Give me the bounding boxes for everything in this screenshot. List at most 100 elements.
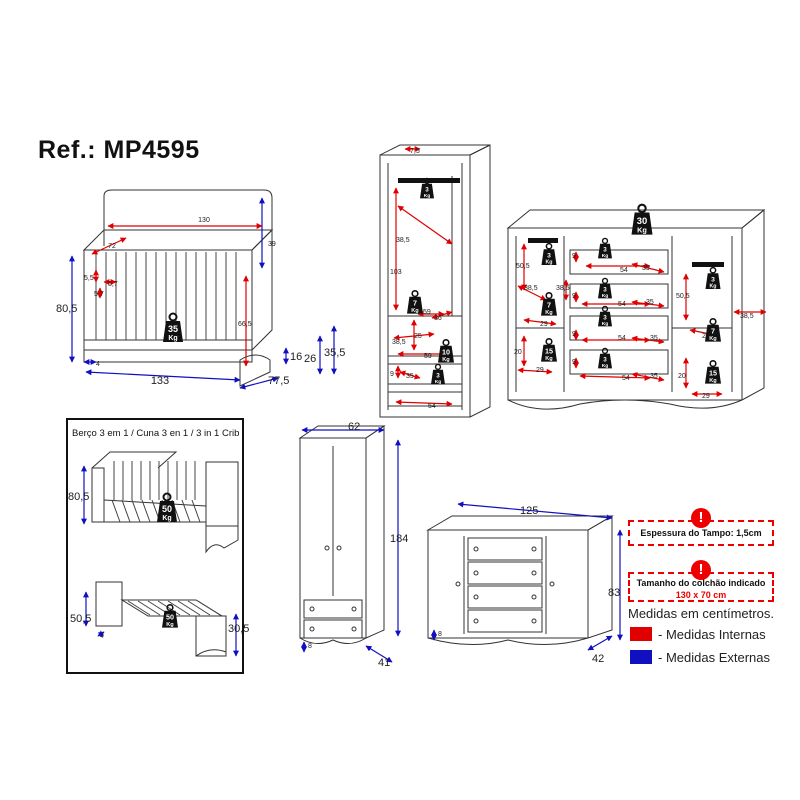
toddler-slat (197, 600, 221, 616)
dim-label-toddler_height: 50,5 (70, 613, 91, 625)
dim-label-dr_20l: 20 (514, 349, 522, 356)
dim-line-wd_385b (393, 331, 435, 341)
weight-ring-icon (601, 347, 609, 355)
weight-value: 50 (166, 613, 174, 622)
dim-label-dr_9b: 9 (572, 293, 576, 300)
weight-unit: Kg (545, 310, 553, 316)
kettlebell-icon (420, 183, 434, 199)
dim-label-wd_8: 8 (308, 643, 312, 650)
dim-label-crib_55: 5,5 (84, 275, 94, 282)
dresser-closed-drawing (426, 515, 614, 645)
dim-line-dr_54d (579, 373, 651, 381)
weight-value: 7 (547, 301, 551, 310)
weight-ring-icon (545, 291, 553, 300)
dim-line-dr_35a (631, 262, 665, 274)
dim-label-dr_29b: 29 (536, 367, 544, 374)
toddler-slat (157, 600, 181, 616)
dim-label-bed_height: 80,5 (68, 491, 89, 503)
weight-unit: Kg (602, 321, 609, 327)
kettlebell-icon (157, 501, 177, 522)
dim-label-cm_width: 125 (520, 505, 538, 517)
weight-value: 3 (425, 186, 429, 193)
kettlebell-icon (598, 311, 612, 327)
dim-label-dr_35d: 35 (650, 373, 658, 380)
dim-label-crib_length: 133 (151, 375, 169, 387)
dim-line-cm_width (457, 501, 613, 521)
dim-label-dr_9a: 9 (572, 253, 576, 260)
dim-label-dr_385l: 38,5 (524, 285, 538, 292)
crib-bed-drawing (91, 451, 239, 554)
kettlebell-icon (431, 369, 445, 385)
dim-label-crib_4: 4 (96, 361, 100, 368)
kettlebell-icon (631, 212, 653, 235)
kettlebell-icon (598, 283, 612, 299)
weight-value: 15 (709, 369, 717, 378)
dim-label-wd_385b: 38,5 (392, 339, 406, 346)
weight-value: 15 (545, 347, 553, 356)
weight-ring-icon (709, 266, 717, 274)
weight-value: 3 (603, 286, 607, 293)
weight-unit: Kg (411, 308, 419, 314)
dim-label-dr_35b: 35 (646, 299, 654, 306)
weight-value: 3 (547, 253, 551, 260)
weight-badge-dresser_rod_right: 3Kg (705, 266, 721, 290)
dim-label-crib_355: 35,5 (324, 347, 345, 359)
dim-label-dr_54a: 54 (620, 267, 628, 274)
weight-badges: 35Kg50Kg50Kg30Kg3Kg7Kg10Kg3Kg3Kg7Kg15Kg3… (157, 177, 721, 628)
bed-slat (191, 499, 201, 523)
weight-unit: Kg (602, 293, 609, 299)
weight-value: 7 (711, 327, 715, 336)
dim-label-dr_385c: 38,5 (556, 285, 570, 292)
dim-line-crib_depth (239, 376, 279, 390)
dim-line-toddler_4 (97, 630, 105, 638)
toddler-slat (137, 600, 161, 616)
weight-ring-icon (709, 359, 717, 368)
top-thickness-text: Espessura do Tampo: 1,5cm (640, 528, 762, 538)
mattress-label: Tamanho do colchão indicado (636, 578, 766, 588)
weight-ring-icon (709, 317, 717, 326)
weight-badge-wardrobe_rod: 3Kg (420, 177, 434, 199)
dim-label-cm_depth: 42 (592, 653, 604, 665)
dim-label-wd_59b: 59 (424, 353, 432, 360)
dim-label-wd_385a: 38,5 (396, 237, 410, 244)
weight-badge-dresser_rod_left: 3Kg (541, 242, 557, 266)
dim-line-cm_depth (587, 635, 613, 651)
dim-line-wd_depth (365, 645, 393, 663)
dim-label-wd_35: 35 (406, 373, 414, 380)
weight-unit: Kg (162, 515, 171, 522)
weight-ring-icon (601, 305, 609, 313)
dim-label-crib_57a: 5,7 (108, 281, 118, 288)
weight-value: 7 (413, 299, 417, 308)
weight-unit: Kg (435, 379, 442, 385)
toddler-slat (167, 600, 191, 616)
dresser-rod-left (528, 238, 558, 243)
weight-value: 3 (711, 277, 715, 284)
toddler-slat (187, 600, 211, 616)
external-swatch (630, 650, 652, 664)
legend-external: - Medidas Externas (630, 649, 770, 667)
kettlebell-icon (598, 353, 612, 369)
weight-value: 10 (442, 348, 450, 357)
weight-badge-dresser_shelf_right: 7Kg (705, 317, 721, 342)
dim-label-dr_35c: 35 (650, 335, 658, 342)
dim-label-crib_inner_length: 130 (198, 217, 210, 224)
kettlebell-icon (162, 610, 178, 628)
dim-label-toddler_305: 30,5 (228, 623, 249, 635)
weight-badge-dresser_drawer_3: 3Kg (598, 305, 612, 327)
dim-label-dr_505l: 50,5 (516, 263, 530, 270)
kettlebell-icon (541, 298, 557, 316)
toddler-bed-drawing (95, 581, 227, 657)
weight-badge-dresser_shelf_left: 7Kg (541, 291, 557, 316)
weight-ring-icon (637, 203, 647, 214)
warning-icon: ! (691, 560, 711, 580)
weight-badge-dresser_drawer_2: 3Kg (598, 277, 612, 299)
crib-3in1-panel (66, 418, 244, 674)
weight-badge-dresser_drawer_1: 3Kg (598, 237, 612, 259)
weight-unit: Kg (442, 357, 450, 363)
dim-label-wd_height: 184 (390, 533, 408, 545)
